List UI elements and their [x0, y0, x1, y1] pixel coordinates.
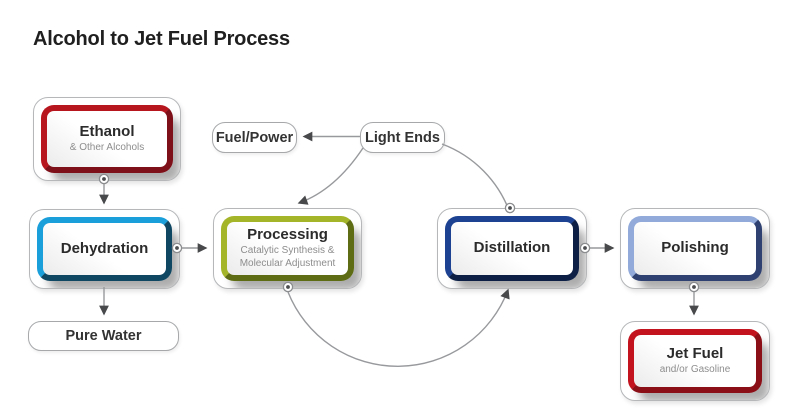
node-fuel-power: Fuel/Power: [212, 122, 297, 153]
node-title: Polishing: [661, 239, 729, 257]
node-subtitle: Catalytic Synthesis & Molecular Adjustme…: [239, 245, 336, 269]
node-light-ends: Light Ends: [360, 122, 445, 153]
node-ethanol: Ethanol & Other Alcohols: [33, 97, 181, 181]
node-pure-water: Pure Water: [28, 321, 179, 351]
node-subtitle: & Other Alcohols: [69, 142, 145, 153]
node-subtitle: and/or Gasoline: [659, 364, 731, 375]
node-jet-fuel: Jet Fuel and/or Gasoline: [620, 321, 770, 401]
node-title: Dehydration: [60, 239, 149, 257]
node-title: Processing: [247, 225, 328, 243]
node-title: Ethanol: [79, 122, 135, 140]
edge-light-ends-processing-arc: [297, 147, 364, 205]
node-ethanol-panel: Ethanol & Other Alcohols: [41, 105, 173, 173]
node-distillation-panel: Distillation: [445, 216, 579, 281]
node-polishing: Polishing: [620, 208, 770, 289]
node-polishing-panel: Polishing: [628, 216, 762, 281]
edge-distillation-light-ends-arc: [441, 143, 511, 214]
node-processing: Processing Catalytic Synthesis & Molecul…: [213, 208, 362, 289]
edge-processing-distillation-arc: [287, 288, 510, 368]
node-distillation: Distillation: [437, 208, 587, 289]
node-processing-panel: Processing Catalytic Synthesis & Molecul…: [221, 216, 354, 281]
node-dehydration: Dehydration: [29, 209, 180, 289]
node-title: Jet Fuel: [666, 344, 724, 362]
diagram-title: Alcohol to Jet Fuel Process: [33, 28, 290, 50]
node-title: Distillation: [473, 239, 551, 257]
connector-dots: [98, 173, 700, 293]
node-dehydration-panel: Dehydration: [37, 217, 172, 281]
node-jet-fuel-panel: Jet Fuel and/or Gasoline: [628, 329, 762, 393]
